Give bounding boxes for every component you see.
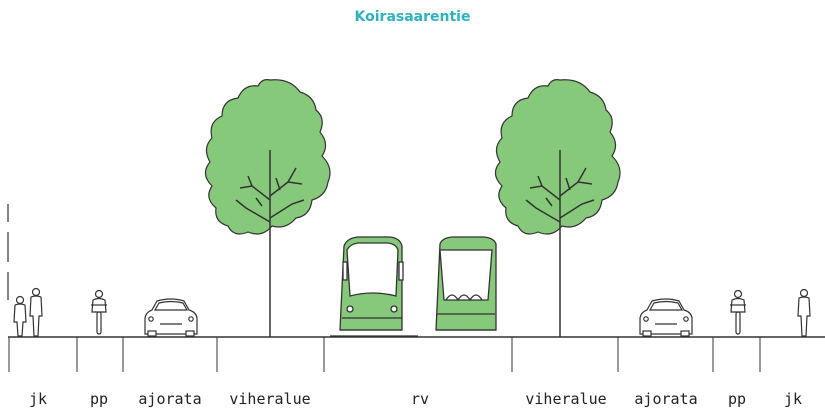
zone-label-viheralue: viheralue: [229, 390, 310, 408]
zone-label-pp: pp: [728, 390, 746, 408]
zone-label-ajorata: ajorata: [634, 390, 697, 408]
tree-icon: [204, 79, 331, 337]
zone-labels: jk pp ajorata viheralue rv viheralue ajo…: [29, 390, 802, 408]
pedestrian-icon: [13, 287, 43, 337]
tree-icon: [494, 79, 621, 337]
car-icon: [639, 298, 693, 337]
car-icon: [144, 298, 198, 337]
zone-label-jk: jk: [784, 390, 802, 408]
cyclist-icon: [730, 289, 746, 335]
zone-label-jk: jk: [29, 390, 47, 408]
zone-label-rv: rv: [411, 390, 429, 408]
zone-dividers: [8, 337, 761, 372]
tram-icon: [435, 236, 497, 331]
zone-label-pp: pp: [90, 390, 108, 408]
zone-label-viheralue: viheralue: [525, 390, 606, 408]
cyclist-icon: [91, 289, 107, 335]
zone-label-ajorata: ajorata: [138, 390, 201, 408]
diagram-title: Koirasaarentie: [354, 9, 471, 25]
tram-icon: [330, 236, 418, 337]
pedestrian-icon: [797, 288, 811, 337]
